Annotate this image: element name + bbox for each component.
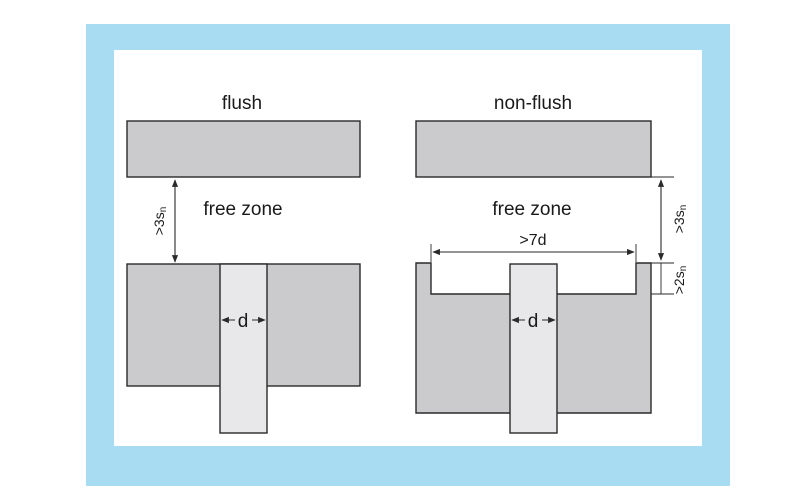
svg-text:>2sn: >2sn <box>671 266 689 295</box>
flush-top-block <box>126 120 361 178</box>
flush-gap-label: >3sn <box>151 207 169 236</box>
non-flush-recess-label: >2sn <box>671 266 689 295</box>
non-flush-sensor <box>509 263 558 434</box>
svg-text:>3sn: >3sn <box>671 205 689 234</box>
flush-title: flush <box>222 93 262 114</box>
flush-sensor <box>219 263 268 434</box>
flush-free-zone-label: free zone <box>203 199 282 220</box>
flush-diagram: flush free zone >3sn d <box>126 93 361 434</box>
non-flush-gap-label: >3sn <box>671 205 689 234</box>
flush-width-label-bg <box>235 309 252 331</box>
non-flush-width-label: d <box>528 311 539 332</box>
non-flush-top-block <box>415 120 652 178</box>
non-flush-title: non-flush <box>494 93 572 114</box>
flush-width-label: d <box>238 311 249 332</box>
non-flush-span-label: >7d <box>519 232 546 249</box>
non-flush-width-label-bg <box>525 309 542 331</box>
svg-text:>3sn: >3sn <box>151 207 169 236</box>
non-flush-free-zone-label: free zone <box>492 199 571 220</box>
non-flush-diagram: non-flush free zone >7d >3sn >2sn <box>415 93 689 434</box>
